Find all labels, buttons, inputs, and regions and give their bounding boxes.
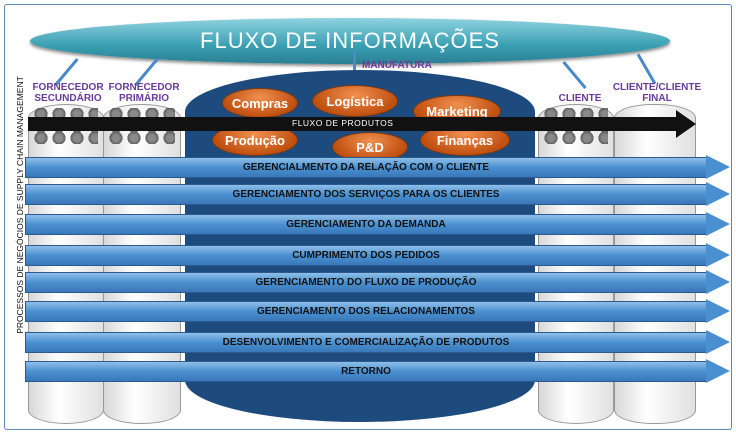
- process-band: GERENCIAMENTO DO FLUXO DE PRODUÇÃO: [25, 272, 707, 293]
- process-band: RETORNO: [25, 361, 707, 382]
- process-band: GERENCIAMENTO DA DEMANDA: [25, 214, 707, 235]
- product-flow-arrow: [28, 117, 678, 131]
- arrow-head-icon: [676, 110, 696, 138]
- label-cliente-final: CLIENTE/CLIENTE FINAL: [612, 82, 702, 104]
- label-fornecedor-primario: FORNECEDOR PRIMÁRIO: [108, 82, 180, 104]
- process-band: GERENCIALMENTO DA RELAÇÃO COM O CLIENTE: [25, 157, 707, 178]
- arrow-tip-icon: [706, 270, 730, 294]
- process-band: GERENCIAMENTO DOS SERVIÇOS PARA OS CLIEN…: [25, 184, 707, 205]
- label-cliente: CLIENTE: [558, 93, 602, 104]
- arrow-tip-icon: [706, 212, 730, 236]
- arrow-tip-icon: [706, 155, 730, 179]
- process-band: DESENVOLVIMENTO E COMERCIALIZAÇÃO DE PRO…: [25, 332, 707, 353]
- process-band: CUMPRIMENTO DOS PEDIDOS: [25, 245, 707, 266]
- information-flow-ellipse: FLUXO DE INFORMAÇÕES: [30, 18, 670, 64]
- arrow-tip-icon: [706, 299, 730, 323]
- diagram-frame: [4, 4, 732, 430]
- function-logistica: Logística: [312, 85, 398, 117]
- product-flow-label: FLUXO DE PRODUTOS: [292, 118, 394, 128]
- arrow-tip-icon: [706, 330, 730, 354]
- arrow-tip-icon: [706, 359, 730, 383]
- label-fornecedor-secundario: FORNECEDOR SECUNDÁRIO: [32, 82, 104, 104]
- label-manufatura: MANUFATURA: [362, 60, 432, 71]
- process-band: GERENCIAMENTO DOS RELACIONAMENTOS: [25, 301, 707, 322]
- double-arrow-icon: [353, 52, 356, 78]
- side-label: PROCESSOS DE NEGÓCIOS DE SUPPLY CHAIN MA…: [15, 76, 25, 334]
- arrow-tip-icon: [706, 243, 730, 267]
- arrow-tip-icon: [706, 182, 730, 206]
- function-compras: Compras: [222, 88, 298, 118]
